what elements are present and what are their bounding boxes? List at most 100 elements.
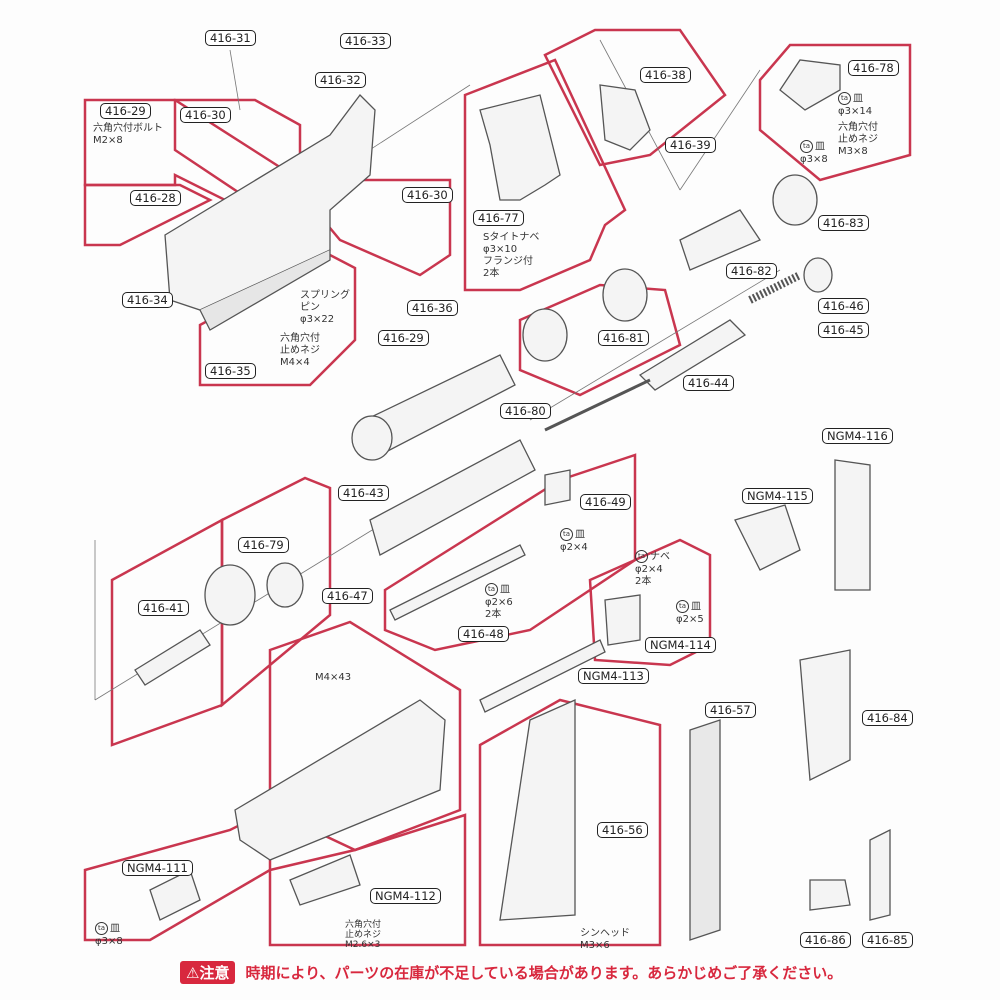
label-416-85: 416-85 (862, 932, 913, 948)
frame-416-77 (463, 58, 627, 292)
frame-416-48 (383, 453, 637, 652)
buttplate-ngm4-116 (834, 459, 871, 591)
label-416-57: 416-57 (705, 702, 756, 718)
note-set-screw-m4x4: 六角穴付 止めネジ M4×4 (280, 333, 320, 368)
label-416-34: 416-34 (122, 292, 173, 308)
end-plate-416-41 (134, 629, 211, 686)
frame-416-28 (83, 183, 213, 247)
bracket-ngm4-114 (604, 594, 641, 646)
label-416-48: 416-48 (458, 626, 509, 642)
frame-416-78 (758, 43, 912, 182)
label-416-84: 416-84 (862, 710, 913, 726)
piston-416-44 (638, 319, 747, 391)
label-416-47: 416-47 (322, 588, 373, 604)
grip-416-84 (799, 649, 851, 782)
label-416-41: 416-41 (138, 600, 189, 616)
label-416-30-b: 416-30 (402, 187, 453, 203)
caution-message: 時期により、パーツの在庫が不足している場合があります。あらかじめご了承ください。 (245, 964, 843, 982)
stock-body (234, 699, 446, 861)
magazine-416-56 (499, 698, 576, 921)
note-set-screw-m26x3: 六角穴付 止めネジ M2.6×3 (345, 920, 382, 950)
ta-icon: ta (838, 92, 851, 105)
label-416-32: 416-32 (315, 72, 366, 88)
grip-panel-416-85 (869, 828, 891, 921)
label-416-28: 416-28 (130, 190, 181, 206)
label-416-83: 416-83 (818, 215, 869, 231)
lower-receiver-416-34 (164, 94, 376, 331)
ta-icon: ta (800, 140, 813, 153)
label-416-49: 416-49 (580, 494, 631, 510)
caution-notice: ⚠注意 時期により、パーツの在庫が不足している場合があります。あらかじめご了承く… (180, 961, 842, 984)
note-set-screw-m3x8: 六角穴付 止めネジ M3×8 (838, 122, 878, 157)
spring-416-45 (748, 271, 802, 304)
tube-416-43 (369, 439, 536, 556)
label-416-86: 416-86 (800, 932, 851, 948)
cheek-ngm4-112 (289, 854, 361, 906)
battery-416-81-b (602, 268, 648, 322)
switch-416-49 (544, 469, 571, 506)
label-416-81: 416-81 (598, 330, 649, 346)
label-416-77: 416-77 (473, 210, 524, 226)
frame-416-81 (518, 283, 682, 397)
label-ngm4-115: NGM4-115 (742, 488, 813, 504)
label-ngm4-114: NGM4-114 (645, 637, 716, 653)
ta-icon: ta (485, 583, 498, 596)
ta-icon: ta (95, 922, 108, 935)
label-416-79: 416-79 (238, 537, 289, 553)
lever-ngm4-111 (149, 869, 201, 921)
body-ngm4-115 (734, 504, 801, 571)
label-ngm4-113: NGM4-113 (578, 668, 649, 684)
magazine-416-57 (689, 719, 721, 941)
label-416-46: 416-46 (818, 298, 869, 314)
label-416-36: 416-36 (407, 300, 458, 316)
label-416-30: 416-30 (180, 107, 231, 123)
label-416-39: 416-39 (665, 137, 716, 153)
label-416-29: 416-29 (100, 103, 151, 119)
frame-ngm4-112 (268, 813, 467, 947)
label-ngm4-112: NGM4-112 (370, 888, 441, 904)
label-416-80: 416-80 (500, 403, 551, 419)
nut-416-46 (803, 257, 833, 293)
note-thin-head: シンヘッド M3×6 (580, 928, 630, 951)
motor-plate-416-78 (779, 59, 841, 111)
grip-cap-416-86 (809, 879, 851, 911)
rail-ngm4-113 (479, 639, 606, 713)
castle-nut-416-79 (266, 562, 304, 608)
label-416-43: 416-43 (338, 485, 389, 501)
label-416-35: 416-35 (205, 363, 256, 379)
label-416-31: 416-31 (205, 30, 256, 46)
label-416-56: 416-56 (597, 822, 648, 838)
label-416-33: 416-33 (340, 33, 391, 49)
frame-416-79 (220, 476, 332, 708)
label-ngm4-111: NGM4-111 (122, 860, 193, 876)
label-ngm4-116: NGM4-116 (822, 428, 893, 444)
ta-icon: ta (560, 528, 573, 541)
label-416-38: 416-38 (640, 67, 691, 83)
caution-badge: ⚠注意 (180, 961, 236, 984)
note-s-tight: Sタイトナベ φ3×10 フランジ付 2本 (483, 232, 540, 279)
label-416-29-b: 416-29 (378, 330, 429, 346)
pistol-grip-416-77 (479, 94, 561, 201)
cylinder-416-82 (679, 209, 761, 271)
frame-416-56 (478, 698, 662, 947)
battery-416-81-a (522, 308, 568, 362)
note-m4x43: M4×43 (315, 672, 352, 683)
label-416-82: 416-82 (726, 263, 777, 279)
frame-416-38 (543, 28, 727, 167)
rail-416-48 (389, 544, 526, 621)
label-416-45: 416-45 (818, 322, 869, 338)
motor-416-38 (599, 84, 651, 151)
label-416-78: 416-78 (848, 60, 899, 76)
ta-icon: ta (635, 550, 648, 563)
note-bolt-m2x8: 六角穴付ボルト M2×8 (93, 123, 163, 146)
ta-icon: ta (676, 600, 689, 613)
label-416-44: 416-44 (683, 375, 734, 391)
